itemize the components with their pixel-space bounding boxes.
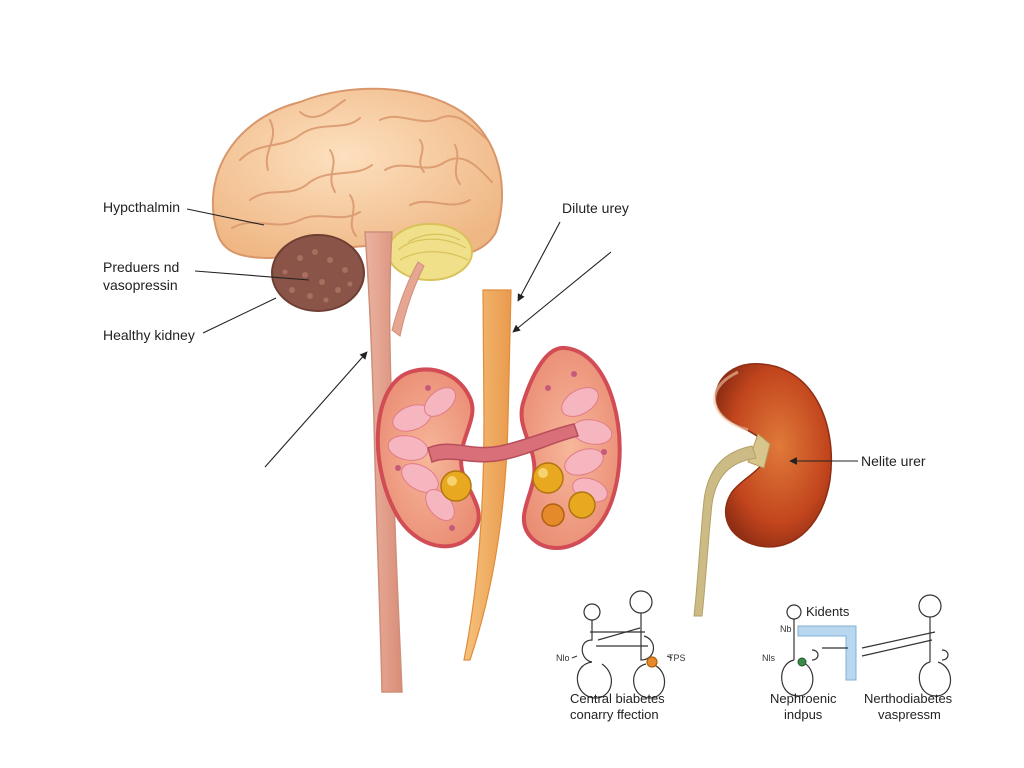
- right-panel-caption-right-line2: vaspressm: [878, 707, 941, 722]
- right-panel-title: Kidents: [806, 604, 850, 619]
- renal-vessel: [427, 423, 579, 464]
- dark-kidney: [713, 363, 832, 548]
- healthy-kidney-right: [519, 346, 622, 550]
- leader-lines: [186, 208, 858, 468]
- hypothalamus-label: Hypcthalmin: [103, 199, 180, 215]
- produces-label-line2: vasopressin: [103, 277, 178, 293]
- left-panel-caption-line1: Central biabetes: [570, 691, 665, 706]
- nelite-urine-label: Nelite urer: [861, 453, 926, 469]
- left-panel-caption-line2: conarry ffection: [570, 707, 659, 722]
- urine-tube: [463, 289, 512, 661]
- left-schematic-panel: [571, 590, 673, 699]
- dilute-urine-label: Dilute urey: [562, 200, 629, 216]
- yellow-gland: [387, 223, 473, 281]
- right-panel-left-tag: Nls: [762, 653, 775, 663]
- produces-label-line1: Preduers nd: [103, 259, 179, 275]
- left-panel-left-tag: Nlo: [556, 653, 570, 663]
- brain: [211, 87, 503, 260]
- left-panel-right-tag: TPS: [668, 653, 686, 663]
- dark-kidney-ureter: [693, 445, 757, 617]
- right-panel-caption-left-line2: indpus: [784, 707, 823, 722]
- right-schematic-panel: [781, 594, 952, 697]
- right-panel-upper-tag: Nb: [780, 624, 792, 634]
- right-panel-caption-right-line1: Nerthodiabetes: [864, 691, 953, 706]
- right-panel-caption-left-line1: Nephroenic: [770, 691, 837, 706]
- pituitary-gland: [271, 234, 365, 312]
- healthy-kidney-left: [375, 367, 481, 549]
- healthy-kidney-label: Healthy kidney: [103, 327, 195, 343]
